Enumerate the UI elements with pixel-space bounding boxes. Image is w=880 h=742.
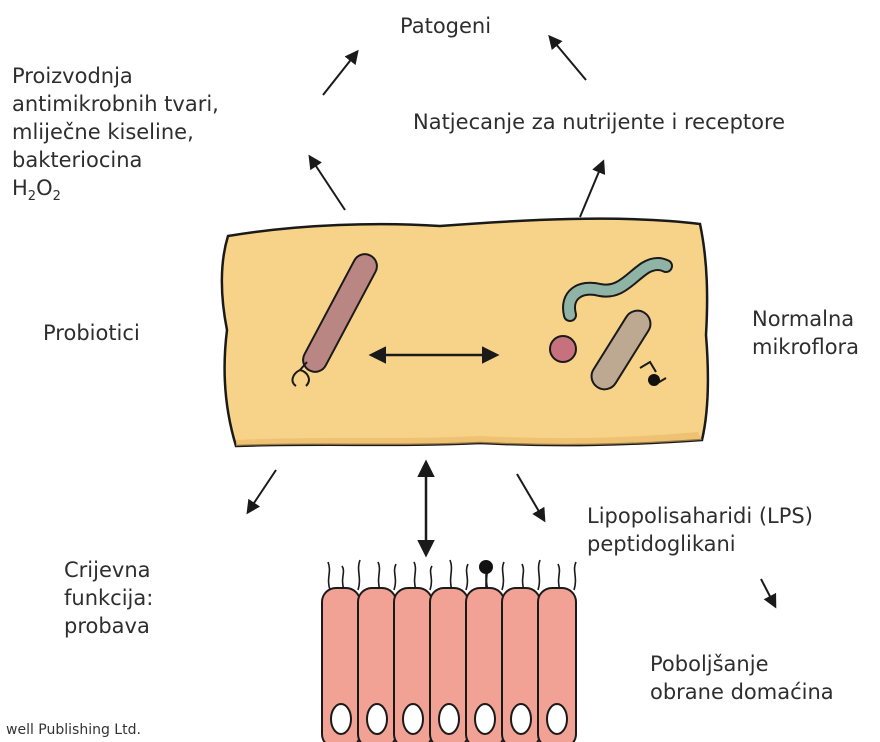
- label-probiotics: Probiotici: [43, 319, 140, 347]
- arrow-to-pathogens-left: [323, 52, 357, 95]
- host-defense-line-2: obrane domaćina: [650, 678, 834, 706]
- label-pathogens: Patogeni: [400, 12, 491, 40]
- normal-flora-line-2: mikroflora: [752, 333, 859, 361]
- label-host-defense: Poboljšanje obrane domaćina: [650, 650, 834, 706]
- microvilli: [328, 560, 576, 590]
- production-line-3: mliječne kiseline,: [12, 118, 219, 146]
- production-line-4: bakteriocina: [12, 146, 219, 174]
- label-production: Proizvodnja antimikrobnih tvari, mliječn…: [12, 62, 219, 202]
- arrow-production: [310, 157, 345, 210]
- label-competition: Natjecanje za nutrijente i receptore: [413, 108, 785, 136]
- lps-line-2: peptidoglikani: [587, 530, 813, 558]
- arrow-host-defense: [761, 579, 775, 606]
- normal-flora-line-1: Normalna: [752, 305, 859, 333]
- gut-function-line-2: funkcija:: [64, 584, 153, 612]
- arrow-lps: [517, 474, 544, 520]
- gut-function-line-3: probava: [64, 612, 153, 640]
- h2o2-formula: H2O2: [12, 174, 219, 202]
- arrow-competition: [580, 162, 603, 217]
- production-line-1: Proizvodnja: [12, 62, 219, 90]
- label-normal-flora: Normalna mikroflora: [752, 305, 859, 361]
- gut-function-line-1: Crijevna: [64, 556, 153, 584]
- arrow-to-pathogens-right: [550, 37, 586, 80]
- epithelium: [322, 560, 576, 742]
- lps-line-1: Lipopolisaharidi (LPS): [587, 502, 813, 530]
- arrow-gut-function: [248, 470, 276, 512]
- label-lps: Lipopolisaharidi (LPS) peptidoglikani: [587, 502, 813, 558]
- production-line-2: antimikrobnih tvari,: [12, 90, 219, 118]
- host-defense-line-1: Poboljšanje: [650, 650, 834, 678]
- publisher-credit: well Publishing Ltd.: [6, 722, 141, 738]
- label-gut-function: Crijevna funkcija: probava: [64, 556, 153, 640]
